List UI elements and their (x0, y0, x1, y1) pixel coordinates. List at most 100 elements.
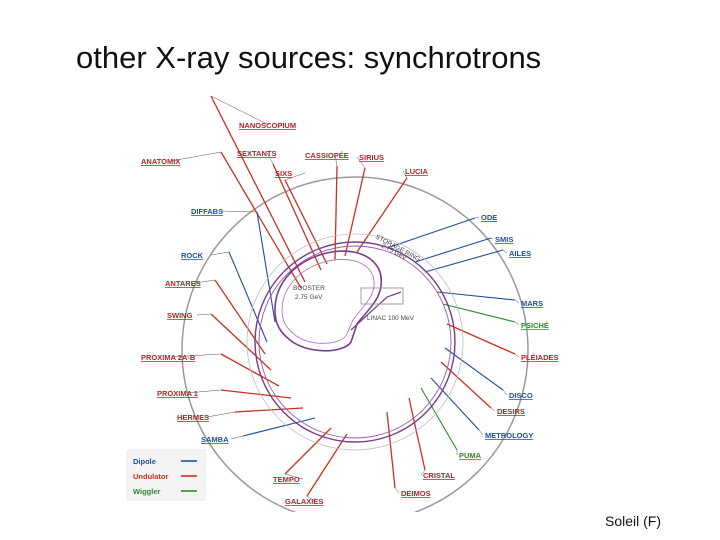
beamline-puma-label: PUMA (459, 451, 482, 460)
beamline-tempo-label: TEMPO (273, 475, 300, 484)
beamline-proxima-2a-b-label: PROXIMA 2A-B (141, 353, 196, 362)
beamline-mars-pointer (514, 299, 520, 304)
beamline-lucia-pointer (402, 170, 408, 179)
beamline-deimos-label: DEIMOS (401, 489, 431, 498)
beamline-hermes-line (234, 407, 304, 413)
beamline-lucia-line (356, 177, 408, 253)
beamline-ailes-line (424, 249, 504, 273)
beamline-proxima-1-line (220, 389, 292, 399)
beamline-pleiades-label: PLÉIADES (521, 353, 559, 362)
beamline-antares-pointer (194, 279, 216, 284)
beamline-pleiades-line (446, 323, 516, 355)
linac-label: LINAC 100 MeV (367, 315, 415, 322)
beamline-disco-label: DISCO (509, 391, 533, 400)
beamline-ode-label: ODE (481, 213, 497, 222)
beamline-ailes-pointer (502, 249, 508, 254)
booster-energy-label: 2.75 GeV (295, 294, 323, 301)
beamline-rock-label: ROCK (181, 251, 204, 260)
beamline-swing-pointer (196, 313, 212, 316)
linac (350, 291, 402, 331)
booster-label: BOOSTER (293, 285, 325, 292)
beamline-nanoscopium-label: NANOSCOPIUM (239, 121, 296, 130)
beamline-sirius-pointer (356, 156, 366, 169)
beamline-tempo-line (284, 427, 332, 475)
beamline-mars-label: MARS (521, 299, 543, 308)
beamline-ode-pointer (474, 216, 480, 219)
beamline-metrology-line (430, 377, 480, 431)
beamline-nanoscopium-pointer (210, 95, 270, 126)
beamline-galaxies-pointer (306, 495, 316, 502)
beamline-anatomix-line (220, 151, 302, 289)
storage-ring-tunnel (246, 233, 464, 451)
beamline-cassiopee-line (334, 165, 338, 261)
beamline-anatomix-pointer (170, 151, 222, 162)
beamline-antares-label: ANTARES (165, 279, 201, 288)
synchrotron-diagram: STORAGE RING 2.75 GeV BOOSTER 2.75 GeV L… (126, 95, 559, 512)
beamline-samba-pointer (230, 435, 244, 440)
beamline-tempo-pointer (284, 473, 304, 480)
outer-ring (181, 176, 529, 512)
storage-ring-inner (258, 245, 452, 439)
beamline-proxima-2a-b-line (220, 353, 280, 387)
beamline-galaxies-line (306, 433, 348, 497)
beamline-desirs-line (440, 361, 492, 409)
beamline-sixs-label: SIXS (275, 169, 292, 178)
beamline-antares-line (214, 279, 266, 355)
beamline-lucia-label: LUCIA (405, 167, 428, 176)
beamline-proxima-1-pointer (186, 389, 222, 394)
beamline-metrology-pointer (478, 429, 484, 436)
beamline-sextants-pointer (266, 152, 274, 165)
beamline-ailes-label: AILES (509, 249, 531, 258)
beamline-rock-pointer (210, 251, 230, 256)
storage-ring (254, 241, 456, 443)
beamline-samba-label: SAMBA (201, 435, 229, 444)
beamline-sextants-line (272, 163, 322, 271)
beamline-hermes-label: HERMES (177, 413, 209, 422)
beamline-puma-line (420, 387, 458, 451)
beamline-desirs-pointer (490, 407, 496, 412)
beamline-deimos-line (386, 411, 396, 489)
beamline-diffabs-line (256, 211, 276, 323)
beamline-desirs-label: DESIRS (497, 407, 525, 416)
beamline-deimos-pointer (394, 487, 400, 494)
beamline-psiche-line (442, 303, 516, 323)
beamline-cassiopee-label: CASSIOPÉE (305, 151, 349, 160)
caption: Soleil (F) (605, 513, 662, 529)
beamline-cristal-label: CRISTAL (423, 471, 455, 480)
beamline-cristal-line (408, 397, 426, 471)
booster-ring (274, 250, 383, 352)
beamline-proxima-2a-b-pointer (170, 353, 222, 358)
beamline-sextants-label: SEXTANTS (237, 149, 276, 158)
beamline-swing-label: SWING (167, 311, 193, 320)
linac-building (360, 287, 404, 305)
beamline-psiche-label: PSICHÉ (521, 321, 549, 330)
beamline-rock-line (228, 251, 268, 343)
slide-title: other X-ray sources: synchrotrons (76, 40, 542, 75)
beamline-swing-line (210, 313, 272, 371)
beamline-sirius-line (344, 167, 366, 257)
legend-dipole-label: Dipole (133, 457, 156, 466)
beamline-sixs-pointer (284, 172, 306, 181)
beamline-proxima-1-label: PROXIMA 1 (157, 389, 198, 398)
beamline-diffabs-label: DIFFABS (191, 207, 223, 216)
beamline-anatomix-label: ANATOMIX (141, 157, 180, 166)
beamline-ode-line (386, 217, 476, 249)
beamline-pleiades-pointer (514, 353, 520, 358)
beamline-hermes-pointer (206, 411, 236, 418)
legend-undulator-label: Undulator (133, 472, 168, 481)
beamline-metrology-label: METROLOGY (485, 431, 533, 440)
beamline-galaxies-label: GALAXIES (285, 497, 323, 506)
beamline-samba-line (242, 417, 316, 437)
beamline-smis-line (414, 237, 492, 263)
beamline-disco-pointer (502, 389, 508, 396)
beamline-sirius-label: SIRIUS (359, 153, 384, 162)
beamline-cristal-pointer (420, 469, 426, 476)
beamline-smis-label: SMIS (495, 235, 513, 244)
beamline-mars-line (436, 291, 516, 301)
beamline-nanoscopium-line (210, 95, 306, 283)
beamline-diffabs-pointer (220, 210, 258, 213)
beamline-cassiopee-pointer (334, 154, 338, 167)
beamline-sixs-line (284, 179, 328, 265)
beamline-smis-pointer (490, 237, 494, 240)
